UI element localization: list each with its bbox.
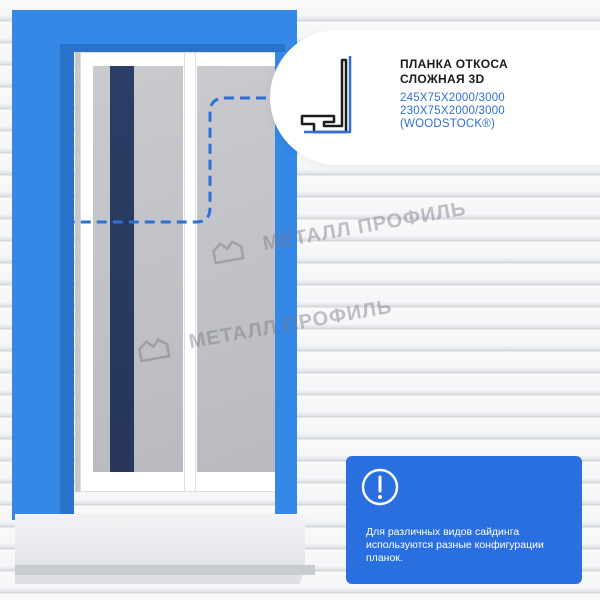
brand-watermark: МЕТАЛЛ ПРОФИЛЬ (210, 198, 468, 265)
brand-logo-icon (138, 337, 171, 363)
brand-logo-icon (212, 239, 245, 265)
brand-watermark: МЕТАЛЛ ПРОФИЛЬ (136, 296, 394, 363)
window-sill-edge (15, 565, 315, 575)
info-box (346, 456, 582, 584)
profile-icon-circle (278, 38, 400, 160)
trim-top-inner (60, 44, 285, 52)
product-specs: 245X75X2000/3000 230X75X2000/3000 (WOODS… (400, 92, 505, 130)
trim-left-inner (60, 52, 74, 520)
info-text: Для различных видов сайдинга используютс… (366, 526, 544, 564)
slope-plank-profile-icon (300, 56, 352, 134)
window-pane-left (93, 66, 183, 472)
product-title: ПЛАНКА ОТКОСА СЛОЖНАЯ 3D (400, 57, 508, 86)
exclamation-circle-icon (361, 468, 399, 506)
window-mullion (184, 52, 196, 492)
window-reflection (110, 66, 134, 472)
